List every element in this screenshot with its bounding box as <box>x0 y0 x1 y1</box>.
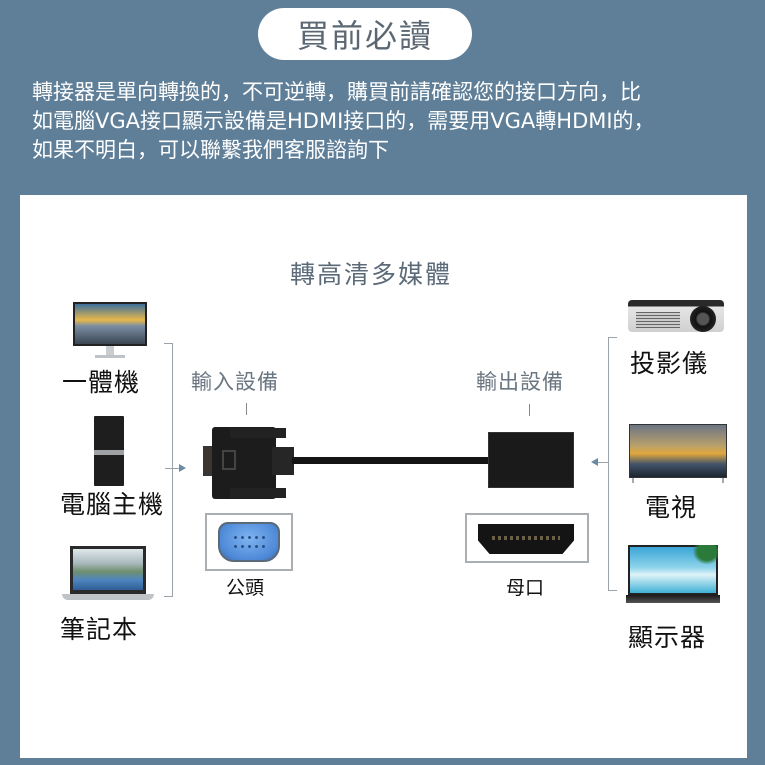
notice-line: 如電腦VGA接口顯示設備是HDMI接口的，需要用VGA轉HDMI的， <box>32 109 655 133</box>
hdmi-pins <box>492 536 560 540</box>
device-label-desktop: 電腦主機 <box>60 490 165 519</box>
device-label-all-in-one: 一體機 <box>62 368 141 397</box>
notice-line: 如果不明白，可以聯繫我們客服諮詢下 <box>32 138 389 162</box>
diagram-title: 轉高清多媒體 <box>290 260 453 289</box>
device-label-tv: 電視 <box>645 493 698 522</box>
header-title-pill: 買前必讀 <box>258 8 472 60</box>
diagram-panel <box>20 195 747 758</box>
arrow-left-icon <box>591 458 598 466</box>
port-label-male: 公頭 <box>226 577 265 599</box>
device-label-projector: 投影儀 <box>630 349 709 378</box>
port-label-female: 母口 <box>506 577 545 599</box>
device-label-display: 顯示器 <box>628 623 707 652</box>
header-title: 買前必讀 <box>296 17 433 55</box>
output-pointer-line <box>529 404 530 416</box>
input-pointer-line <box>246 403 247 415</box>
device-label-laptop: 筆記本 <box>60 615 139 644</box>
input-devices-label: 輸入設備 <box>191 370 279 394</box>
arrow-right-icon <box>179 464 186 472</box>
notice-text: 轉接器是單向轉換的，不可逆轉，購買前請確認您的接口方向，比 如電腦VGA接口顯示… <box>32 78 742 165</box>
notice-line: 轉接器是單向轉換的，不可逆轉，購買前請確認您的接口方向，比 <box>32 80 641 104</box>
output-devices-label: 輸出設備 <box>476 370 564 394</box>
vga-pin-holes <box>232 533 268 551</box>
